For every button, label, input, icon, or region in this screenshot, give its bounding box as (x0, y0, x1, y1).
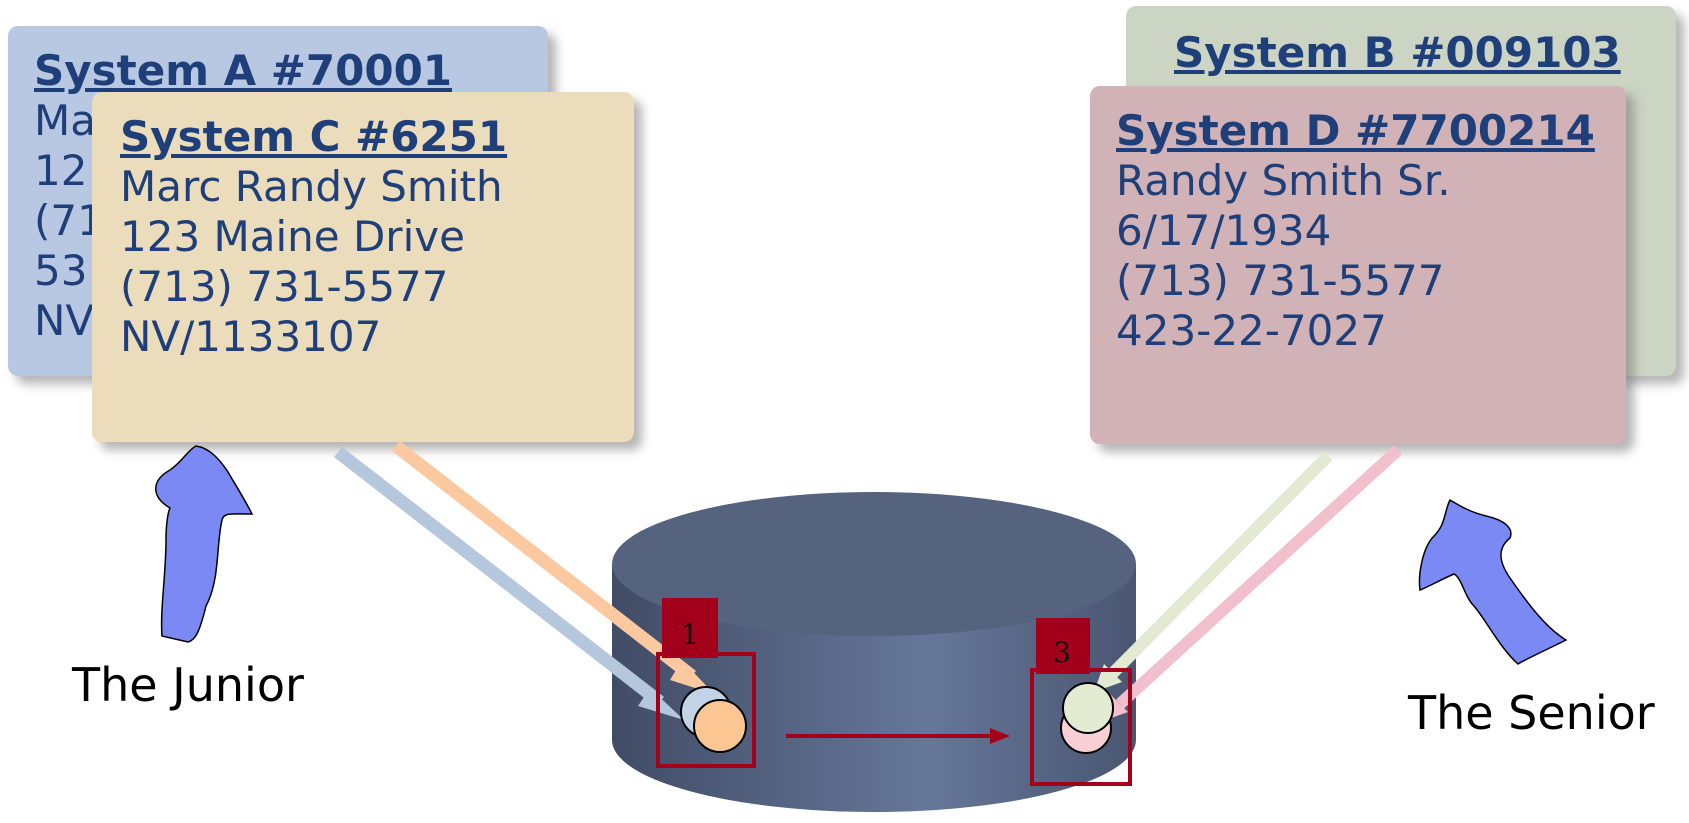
card-system-d-dob: 6/17/1934 (1116, 206, 1332, 255)
record-box-left-number: 1 (681, 618, 699, 651)
card-system-c-address: 123 Maine Drive (120, 212, 465, 261)
label-junior: The Junior (72, 658, 304, 712)
card-system-d-phone: (713) 731-5577 (1116, 256, 1445, 305)
card-system-a-line-5: NV (34, 296, 95, 345)
person-senior-icon (1418, 498, 1568, 665)
arrow-system-b-to-db (1094, 451, 1333, 692)
card-system-d-name: Randy Smith Sr. (1116, 156, 1451, 205)
card-system-c-title: System C #6251 (120, 112, 508, 161)
card-system-a-line-2: 12 (34, 146, 88, 195)
card-system-c: System C #6251 Marc Randy Smith 123 Main… (92, 92, 634, 442)
record-box-right: 3 (1030, 618, 1132, 786)
link-arrow-records (786, 728, 1010, 744)
card-system-a-title: System A #70001 (34, 46, 453, 95)
person-junior-icon (155, 445, 254, 643)
record-box-left: 1 (656, 598, 756, 768)
arrow-system-d-to-db (1100, 445, 1403, 722)
card-system-d-title: System D #7700214 (1116, 106, 1595, 155)
arrow-system-c-to-db (392, 440, 714, 694)
label-senior: The Senior (1408, 686, 1655, 740)
card-system-a-line-1: Ma (34, 96, 96, 145)
card-system-d-ssn: 423-22-7027 (1116, 306, 1387, 355)
record-circle-b (1062, 682, 1114, 734)
card-system-c-name: Marc Randy Smith (120, 162, 503, 211)
record-box-right-number: 3 (1053, 636, 1071, 669)
arrow-system-a-to-db (334, 446, 684, 720)
record-circle-c (693, 699, 747, 753)
card-system-c-phone: (713) 731-5577 (120, 262, 449, 311)
card-system-b-title: System B #009103 (1174, 28, 1621, 77)
database-cylinder (612, 492, 1136, 812)
card-system-a-line-4: 53 (34, 246, 88, 295)
card-system-d: System D #7700214 Randy Smith Sr. 6/17/1… (1090, 86, 1626, 444)
card-system-c-license: NV/1133107 (120, 312, 382, 361)
